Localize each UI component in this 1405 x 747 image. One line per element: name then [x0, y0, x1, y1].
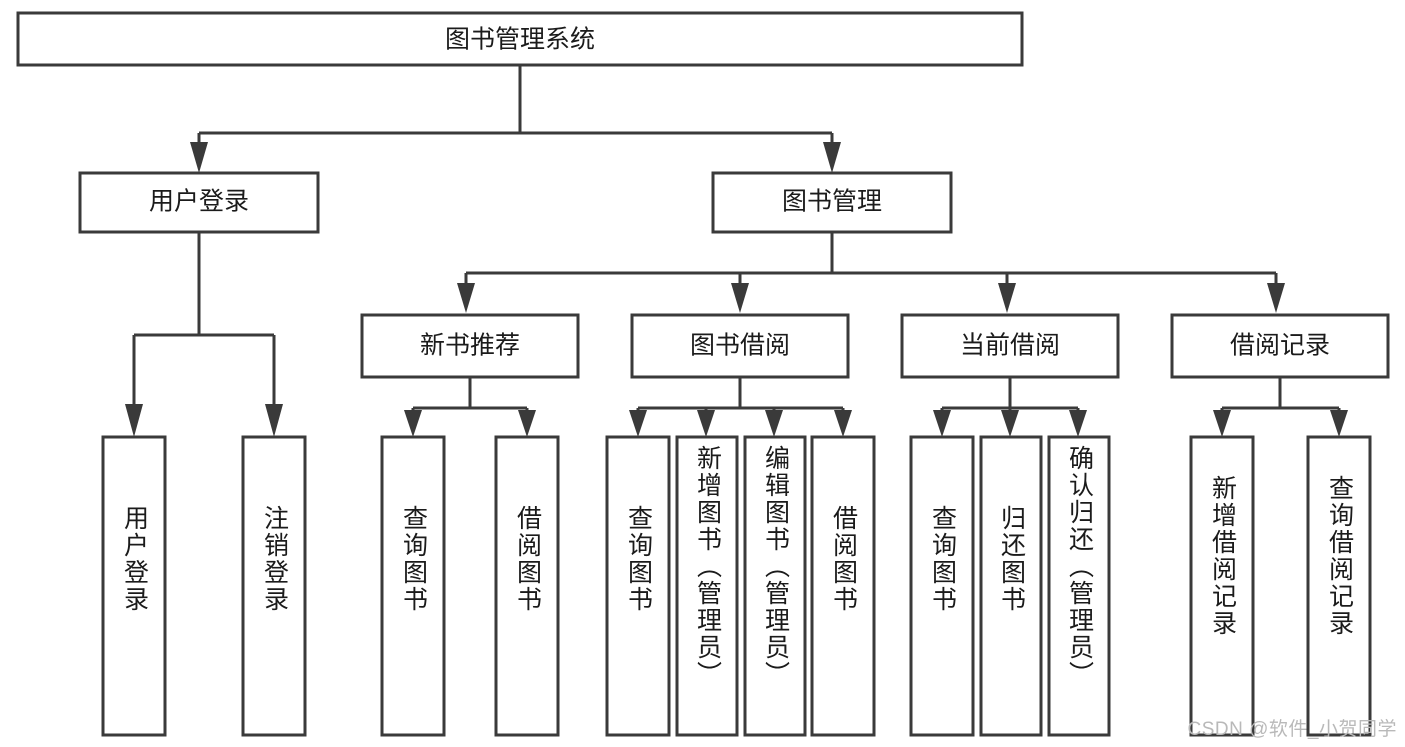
arrow-head-leaf-add-record [1213, 410, 1231, 437]
arrow-head-leaf-user-login [125, 404, 143, 437]
node-box-leaf-add-record[interactable] [1189, 435, 1255, 737]
arrow-head-leaf-query-book-2 [629, 410, 647, 437]
node-box-current-borrow[interactable] [900, 313, 1120, 379]
node-box-leaf-query-book-2[interactable] [605, 435, 671, 737]
node-label-book-borrow: 图书借阅 [690, 332, 790, 360]
node-box-leaf-borrow-book-2[interactable] [810, 435, 876, 737]
connector-group-root [190, 65, 841, 173]
arrow-head-leaf-edit-book [765, 410, 783, 437]
arrow-head-leaf-confirm-return [1069, 410, 1087, 437]
node-box-leaf-add-book[interactable] [675, 435, 739, 737]
node-box-new-book-rec[interactable] [360, 313, 580, 379]
connector-group-book-manage [457, 232, 1285, 313]
node-label-current-borrow: 当前借阅 [960, 332, 1060, 360]
node-label-borrow-record: 借阅记录 [1230, 332, 1330, 360]
node-box-user-login[interactable] [78, 171, 320, 234]
arrow-head-leaf-logout [265, 404, 283, 437]
node-box-root[interactable] [16, 11, 1024, 67]
node-box-book-manage[interactable] [711, 171, 953, 234]
arrow-head-leaf-query-record [1330, 410, 1348, 437]
node-box-leaf-edit-book[interactable] [743, 435, 807, 737]
node-box-leaf-user-login[interactable] [101, 435, 167, 737]
connector-group-book-borrow [629, 377, 852, 437]
arrow-head-borrow-record [1267, 283, 1285, 313]
node-box-book-borrow[interactable] [630, 313, 850, 379]
node-label-user-login: 用户登录 [149, 188, 249, 216]
node-box-leaf-query-record[interactable] [1306, 435, 1372, 737]
arrow-head-current-borrow [998, 283, 1016, 313]
node-box-leaf-logout[interactable] [241, 435, 307, 737]
csdn-watermark: CSDN @软件_小贺同学 [1187, 719, 1397, 740]
connector-group-current-borrow [933, 377, 1087, 437]
connector-group-user-login [125, 232, 283, 437]
node-box-borrow-record[interactable] [1170, 313, 1390, 379]
arrow-head-leaf-add-book [697, 410, 715, 437]
node-label-root: 图书管理系统 [445, 26, 595, 54]
arrow-head-book-borrow [731, 283, 749, 313]
arrow-head-leaf-borrow-book-1 [518, 410, 536, 437]
connector-group-new-book-rec [404, 377, 536, 437]
node-label-new-book-rec: 新书推荐 [420, 332, 520, 360]
arrow-head-new-book-rec [457, 283, 475, 313]
node-box-leaf-query-book-3[interactable] [909, 435, 975, 737]
node-box-leaf-return-book[interactable] [979, 435, 1043, 737]
arrow-head-leaf-query-book-3 [933, 410, 951, 437]
arrow-head-leaf-return-book [1001, 410, 1019, 437]
arrow-head-book-manage [823, 142, 841, 173]
connector-group-borrow-record [1213, 377, 1348, 437]
arrow-head-leaf-borrow-book-2 [834, 410, 852, 437]
node-label-book-manage: 图书管理 [782, 188, 882, 216]
arrow-head-user-login [190, 142, 208, 173]
arrow-head-leaf-query-book-1 [404, 410, 422, 437]
node-box-leaf-borrow-book-1[interactable] [494, 435, 560, 737]
node-box-leaf-query-book-1[interactable] [380, 435, 446, 737]
node-box-leaf-confirm-return[interactable] [1047, 435, 1111, 737]
